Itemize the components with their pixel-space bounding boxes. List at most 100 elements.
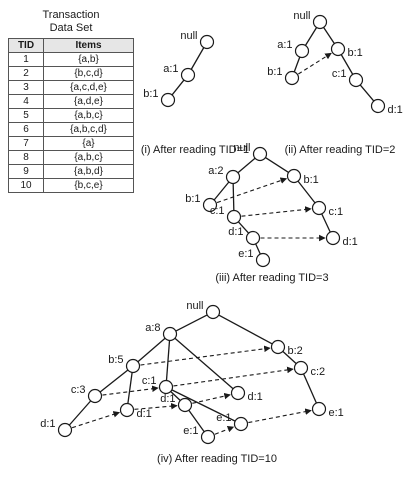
node-label: b:1 [185,193,200,205]
tree-node [200,429,216,445]
node-link-arrow [140,345,271,366]
tree-caption: (i) After reading TID=1 [141,144,249,156]
node-label: a:1 [277,39,292,51]
tree-edge [255,243,261,255]
node-label: e:1 [329,407,344,419]
node-label: e:1 [238,248,253,260]
tree-node [87,388,103,404]
tree-edge [282,350,297,365]
node-label: d:1 [137,408,152,420]
node-label: a:8 [145,322,160,334]
tree-edge [297,180,316,204]
node-label: d:1 [228,226,243,238]
tree-node [255,252,271,268]
tree-edge [99,369,129,393]
node-label: c:2 [311,366,326,378]
tree-edge [171,389,236,422]
tree-node [245,230,261,246]
node-link-arrow [248,408,312,424]
transaction-table: TID Items 1{a,b} 2{b,c,d} 3{a,c,d,e} 4{a… [8,38,134,193]
node-label: null [180,30,197,42]
tree-node [180,67,196,83]
node-label: d:1 [248,391,263,403]
node-link-arrow [214,426,235,435]
tree-node [270,339,286,355]
tree-caption: (ii) After reading TID=2 [285,144,396,156]
tree-node [252,146,268,162]
node-label: c:3 [71,384,86,396]
column-header-items: Items [43,38,134,53]
tree-edge [293,56,301,73]
tree-edge [321,213,331,233]
table-row: 6{a,b,c,d} [8,122,134,137]
node-link-arrow [173,366,294,387]
tree-edge [323,27,335,44]
tree-node [177,397,193,413]
tree-edge [127,372,133,404]
node-label: null [293,10,310,22]
tree-node [284,70,300,86]
fp-tree-tid-10: nulla:8b:5c:3d:1d:1c:1d:1e:1d:1e:1b:2c:2… [40,300,344,465]
tree-node [226,209,242,225]
table-row: 10{b,c,e} [8,178,134,193]
tree-node [202,197,218,213]
node-link-arrow [192,392,231,404]
table-row: 4{a,d,e} [8,94,134,109]
node-link-arrow [216,177,288,204]
tree-node [286,168,302,184]
node-label: b:2 [288,345,303,357]
node-label: d:1 [160,393,175,405]
tree-edge [137,337,166,363]
tree-edge [237,221,250,234]
tree-edge [265,156,289,174]
tree-edge [170,390,181,402]
tree-node [119,402,135,418]
tree-node [311,401,327,417]
node-label: null [233,142,250,154]
tree-node [370,98,386,114]
tree-edge [359,84,375,102]
tree-node [293,360,309,376]
node-label: b:1 [348,47,363,59]
tree-edge [237,157,256,174]
node-label: b:1 [267,66,282,78]
tree-node [294,43,310,59]
tree-node [230,385,246,401]
node-link-arrow [102,385,159,396]
node-label: d:1 [388,104,403,116]
tree-node [160,92,176,108]
node-link-arrow [241,206,312,217]
tree-caption: (iv) After reading TID=10 [157,453,277,465]
table-title-line1: Transaction [42,9,100,21]
tree-node [348,72,364,88]
node-label: d:1 [40,418,55,430]
tree-node [125,358,141,374]
tree-edge [174,337,234,390]
node-label: d:1 [343,236,358,248]
node-link-arrow [134,402,178,410]
table-row: 2{b,c,d} [8,66,134,81]
tree-node [330,41,346,57]
node-label: c:1 [210,205,225,217]
tree-edge [303,373,317,404]
tree-edge [190,47,205,70]
node-label: a:2 [208,165,223,177]
tree-node [312,14,328,30]
tree-node [233,416,249,432]
tree-node [225,169,241,185]
node-label: c:1 [142,375,157,387]
table-row: 3{a,c,d,e} [8,80,134,95]
tree-edge [218,314,273,345]
tree-edge [188,409,205,433]
tree-node [158,379,174,395]
node-label: e:1 [216,412,231,424]
tree-node [162,326,178,342]
tree-edge [171,79,185,96]
tree-node [325,230,341,246]
node-link-arrow [71,411,121,429]
tree-edge [165,340,171,381]
tree-node [199,34,215,50]
